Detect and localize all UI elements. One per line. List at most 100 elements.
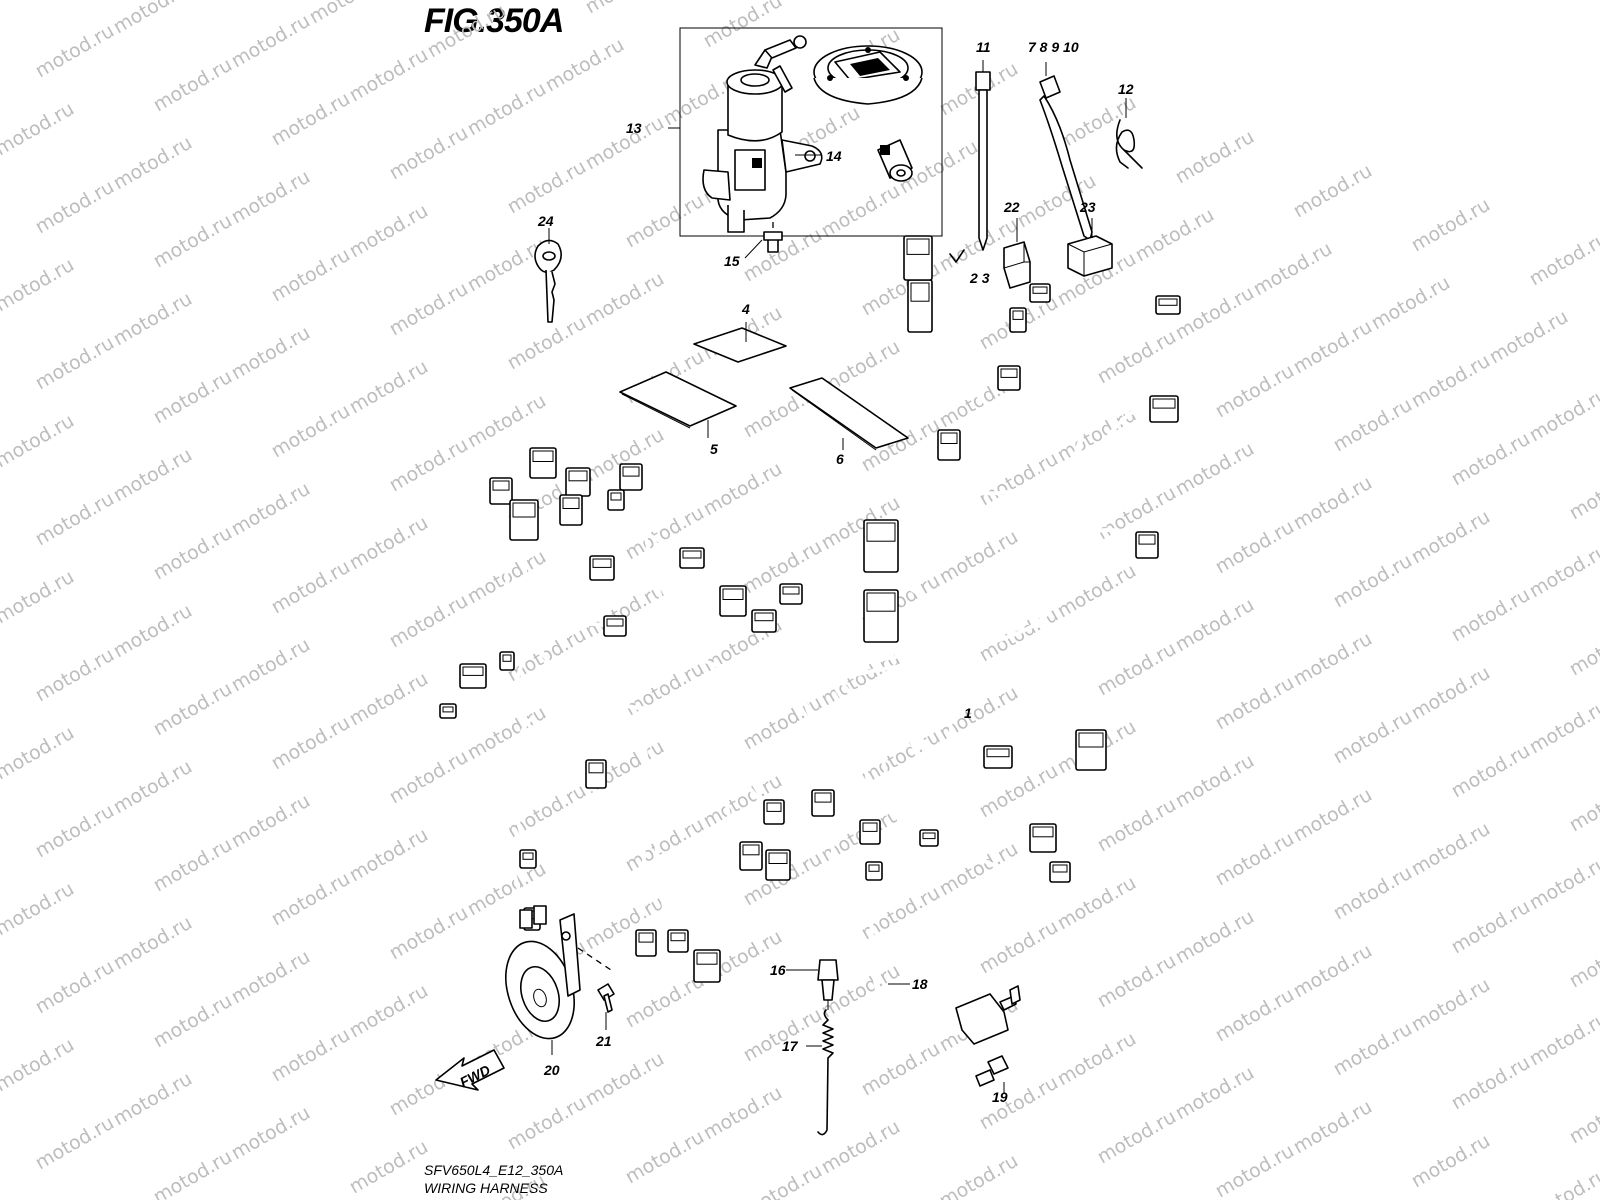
harness-connector: [1135, 531, 1159, 559]
label-sticker-4-icon: [693, 327, 787, 363]
callout-4: 4: [741, 301, 750, 317]
watermark-text: motod.ru: [1408, 350, 1494, 413]
connector-detail: [768, 852, 788, 864]
watermark-text: motod.ru: [1526, 540, 1600, 603]
callout-14: 14: [826, 148, 842, 164]
harness-connector: [1149, 395, 1179, 423]
watermark-text: motod.ru: [582, 112, 668, 175]
ignition-switch-set: [668, 27, 943, 237]
harness-cable-core: [838, 678, 922, 842]
watermark-text: motod.ru: [0, 566, 78, 629]
watermark-text: motod.ru: [622, 1126, 708, 1189]
watermark-text: motod.ru: [1212, 360, 1298, 423]
harness-cable-core: [1038, 298, 1090, 562]
watermark-text: motod.ru: [346, 824, 432, 887]
watermark-text: motod.ru: [150, 990, 236, 1053]
watermark-text: motod.ru: [622, 190, 708, 253]
spring-17-icon: [806, 1009, 834, 1136]
harness-cable-core: [878, 678, 1032, 842]
watermark-text: motod.ru: [150, 834, 236, 897]
harness-connector: [903, 235, 933, 281]
connector-detail: [442, 706, 454, 713]
connector-detail: [606, 618, 624, 627]
watermark-text: motod.ru: [1290, 316, 1376, 379]
harness-connector: [619, 463, 643, 491]
connector-detail: [922, 832, 936, 840]
watermark-text: motod.ru: [268, 1024, 354, 1087]
watermark-text: motod.ru: [386, 434, 472, 497]
watermark-text: motod.ru: [150, 366, 236, 429]
horn-20-icon: [505, 905, 581, 1055]
harness-connector: [1029, 823, 1057, 853]
watermark-text: motod.ru: [1330, 706, 1416, 769]
harness-cable-core: [1038, 620, 1092, 732]
watermark-text: motod.ru: [1212, 1140, 1298, 1200]
connector-detail: [866, 522, 896, 542]
watermark-text: motod.ru: [1330, 862, 1416, 925]
callout-5: 5: [710, 441, 718, 457]
watermark-text: motod.ru: [1054, 1028, 1140, 1091]
watermark-text: motod.ru: [268, 244, 354, 307]
figure-code: SFV650L4_E12_350A: [424, 1162, 564, 1178]
callout-2-3: 2 3: [969, 270, 990, 286]
connector-detail: [722, 588, 744, 600]
callout-18: 18: [912, 976, 928, 992]
connector-detail: [910, 282, 930, 302]
watermark-text: motod.ru: [0, 1034, 78, 1097]
watermark-text: motod.ru: [976, 760, 1062, 823]
watermark-text: motod.ru: [1212, 984, 1298, 1047]
watermark-text: motod.ru: [740, 1160, 826, 1200]
watermark-text: motod.ru: [268, 556, 354, 619]
part-13-frame: [679, 27, 943, 237]
harness-cable: [1039, 621, 1091, 731]
callout-1: 1: [964, 705, 972, 721]
watermark-text: motod.ru: [1408, 662, 1494, 725]
brake-switch-16-icon: [786, 959, 839, 1010]
connector-detail: [1032, 286, 1048, 294]
watermark-text: motod.ru: [1448, 896, 1534, 959]
watermark-text: motod.ru: [150, 678, 236, 741]
connector-detail: [562, 497, 580, 509]
connector-detail: [588, 762, 604, 774]
connector-detail: [862, 822, 878, 832]
watermark-text: motod.ru: [1566, 930, 1600, 993]
harness-connector: [859, 819, 881, 845]
watermark-text: motod.ru: [1448, 428, 1534, 491]
watermark-text: motod.ru: [1290, 160, 1376, 223]
harness-connector: [459, 663, 487, 689]
harness-cable-core: [898, 578, 962, 652]
watermark-text: motod.ru: [1132, 204, 1218, 267]
watermark-text: motod.ru: [1566, 462, 1600, 525]
watermark-text: motod.ru: [32, 176, 118, 239]
watermark-text: motod.ru: [1526, 852, 1600, 915]
watermark-text: motod.ru: [1526, 384, 1600, 447]
watermark-text: motod.ru: [1290, 1096, 1376, 1159]
harness-connector: [765, 849, 791, 881]
watermark-text: motod.ru: [542, 34, 628, 97]
harness-cable-core: [798, 688, 828, 762]
bolt-21-icon: [577, 947, 615, 1030]
figure-name: WIRING HARNESS: [424, 1180, 548, 1196]
watermark-text: motod.ru: [1172, 438, 1258, 501]
harness-connector: [763, 799, 785, 825]
connector-detail: [1152, 398, 1176, 409]
callout-15: 15: [724, 253, 740, 269]
watermark-text: motod.ru: [268, 712, 354, 775]
watermark-text: motod.ru: [1290, 472, 1376, 535]
connector-detail: [1000, 368, 1018, 378]
harness-cable-core: [868, 858, 970, 1037]
watermark-text: motod.ru: [818, 1116, 904, 1179]
callout-17: 17: [782, 1038, 799, 1054]
callout-7-10: 7 8 9 10: [1028, 39, 1079, 55]
harness-connector: [585, 759, 607, 789]
figure-title: FIG.350A: [424, 2, 564, 40]
connector-detail: [682, 550, 702, 559]
harness-cable-core: [692, 542, 729, 644]
connector-detail: [696, 952, 718, 965]
callout-24: 24: [537, 213, 554, 229]
harness-connector: [559, 494, 583, 526]
connector-detail: [754, 612, 774, 622]
watermark-text: motod.ru: [0, 722, 78, 785]
sensor-18-icon: [888, 983, 1021, 1045]
watermark-text: motod.ru: [1172, 906, 1258, 969]
